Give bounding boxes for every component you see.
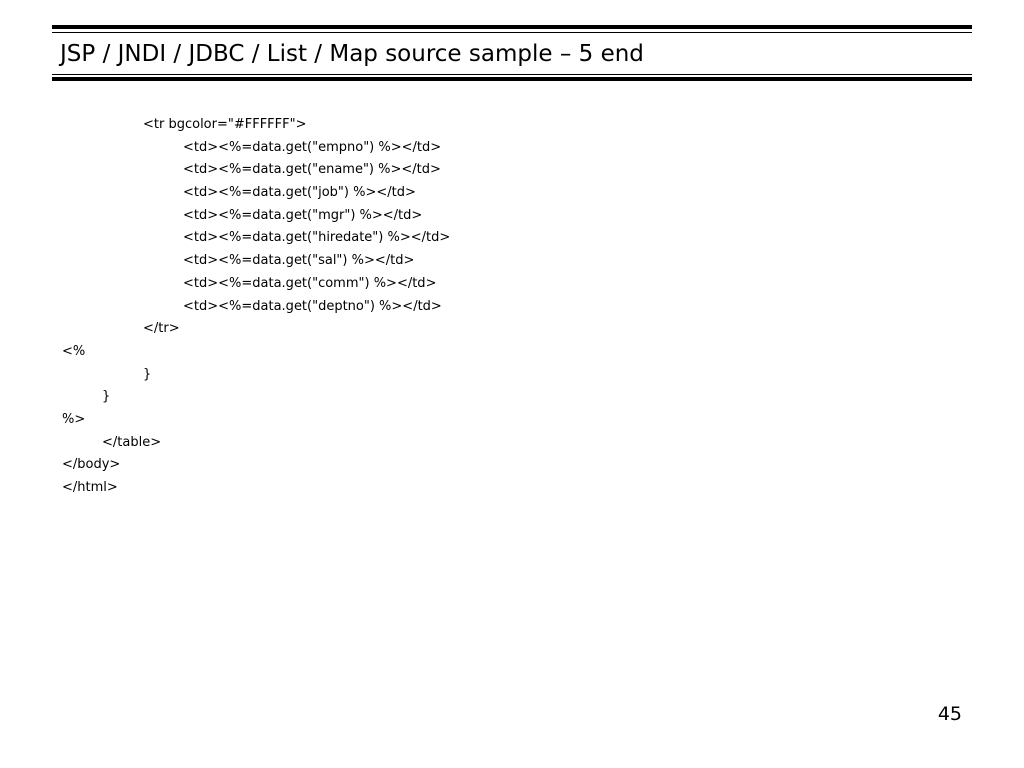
- code-line: <td><%=data.get("comm") %></td>: [183, 275, 437, 291]
- page-number: 45: [937, 703, 962, 725]
- code-line: <td><%=data.get("empno") %></td>: [183, 139, 442, 155]
- code-line: <%: [62, 343, 86, 359]
- code-line: <td><%=data.get("hiredate") %></td>: [183, 230, 451, 246]
- title-rule-bottom-thin: [52, 74, 972, 75]
- code-line: <td><%=data.get("deptno") %></td>: [183, 298, 442, 314]
- code-line: </tr>: [143, 321, 180, 337]
- code-line: <td><%=data.get("job") %></td>: [183, 185, 416, 201]
- title-rule-top: [52, 25, 972, 29]
- code-line: <td><%=data.get("ename") %></td>: [183, 162, 441, 178]
- code-line: <tr bgcolor="#FFFFFF">: [143, 117, 307, 132]
- code-line: </html>: [62, 480, 118, 495]
- code-line: <td><%=data.get("mgr") %></td>: [183, 207, 423, 223]
- title-rule-bottom: [52, 77, 972, 81]
- code-line: %>: [62, 411, 86, 427]
- code-block: <tr bgcolor="#FFFFFF"> <td><%=data.get("…: [62, 114, 962, 500]
- code-line: }: [102, 389, 111, 405]
- slide-title: JSP / JNDI / JDBC / List / Map source sa…: [60, 41, 644, 67]
- code-line: <td><%=data.get("sal") %></td>: [183, 253, 415, 269]
- code-line: </body>: [62, 457, 121, 473]
- code-line: </table>: [102, 434, 162, 450]
- title-rule-top-thin: [52, 32, 972, 33]
- code-line: }: [143, 366, 152, 382]
